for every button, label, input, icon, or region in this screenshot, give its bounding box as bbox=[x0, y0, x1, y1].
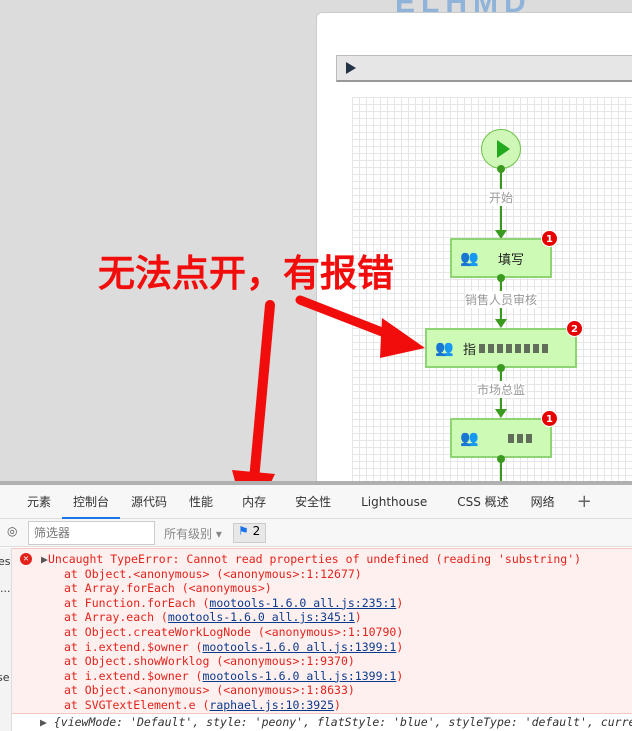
issues-button[interactable]: ⚑ 2 bbox=[233, 523, 266, 543]
node-badge: 2 bbox=[566, 320, 583, 337]
flow-toolbar bbox=[336, 55, 632, 82]
source-link[interactable]: mootools-1.6.0 all.js:1399:1 bbox=[202, 639, 397, 654]
node-badge: 1 bbox=[541, 230, 558, 247]
tab-elements[interactable]: 元素 bbox=[27, 494, 52, 509]
stack-frame: at Object.<anonymous> (<anonymous>:1:863… bbox=[64, 683, 355, 698]
node-label: 填写 bbox=[498, 252, 525, 268]
tab-performance[interactable]: 性能 bbox=[189, 494, 214, 509]
stack-text: ) bbox=[354, 610, 362, 625]
stack-frame: at Object.createWorkLogNode (<anonymous>… bbox=[64, 624, 404, 639]
console-output: ✕ ▶Uncaught TypeError: Cannot read prope… bbox=[12, 548, 632, 731]
tab-sources[interactable]: 源代码 bbox=[131, 494, 168, 509]
edge-label: 市场总监 bbox=[476, 381, 526, 398]
flow-node-fill[interactable]: 👥 填写 bbox=[450, 238, 552, 278]
stack-frame: at Array.each (mootools-1.6.0 all.js:345… bbox=[50, 610, 632, 625]
stack-text: ) bbox=[334, 697, 341, 712]
eye-icon[interactable]: ◎ bbox=[7, 524, 18, 538]
stack-frame: at Function.forEach (mootools-1.6.0 all.… bbox=[50, 596, 632, 611]
users-icon: 👥 bbox=[435, 339, 454, 357]
node-badge: 1 bbox=[541, 410, 558, 427]
levels-dropdown[interactable]: 所有级别 ▾ bbox=[164, 527, 222, 541]
error-icon: ✕ bbox=[20, 553, 32, 565]
source-link[interactable]: mootools-1.6.0 all.js:235:1 bbox=[209, 595, 397, 610]
node-label: 指 bbox=[463, 342, 477, 358]
stack-text: ) bbox=[396, 668, 404, 683]
error-message: ✕ ▶Uncaught TypeError: Cannot read prope… bbox=[12, 548, 632, 714]
source-link[interactable]: mootools-1.6.0 all.js:345:1 bbox=[167, 610, 355, 625]
edge-arrow bbox=[495, 230, 507, 239]
tab-security[interactable]: 安全性 bbox=[295, 494, 332, 509]
stack-frame: at SVGTextElement.e (raphael.js:10:3925) bbox=[50, 698, 632, 713]
stack-text: ) bbox=[396, 639, 404, 654]
error-expand[interactable]: ▶Uncaught TypeError: Cannot read propert… bbox=[41, 552, 582, 566]
stack-text: at Array.each ( bbox=[64, 610, 168, 625]
stack-frame: at Object.<anonymous> (<anonymous>:1:126… bbox=[64, 566, 362, 581]
filter-input[interactable] bbox=[28, 521, 155, 545]
edge-label: 开始 bbox=[488, 189, 514, 206]
start-node[interactable] bbox=[481, 129, 521, 169]
tab-network[interactable]: 网络 bbox=[530, 494, 555, 509]
stack-text: at Function.forEach ( bbox=[64, 595, 210, 610]
users-icon: 👥 bbox=[460, 429, 479, 447]
console-sidebar: es ... se bbox=[0, 548, 12, 731]
issue-flag-icon: ⚑ bbox=[238, 524, 249, 538]
tab-lighthouse[interactable]: Lighthouse bbox=[361, 494, 428, 509]
stack-text: at i.extend.$owner ( bbox=[64, 668, 203, 683]
console-filter-bar: ◎ 所有级别 ▾ ⚑ 2 bbox=[0, 519, 632, 547]
stack-frame: at i.extend.$owner (mootools-1.6.0 all.j… bbox=[50, 669, 632, 684]
source-link[interactable]: raphael.js:10:3925 bbox=[209, 697, 335, 712]
stack-frame: at Object.showWorklog (<anonymous>:1:937… bbox=[64, 654, 355, 669]
tab-memory[interactable]: 内存 bbox=[242, 494, 267, 509]
more-tabs-icon[interactable]: + bbox=[576, 490, 592, 512]
stack-text: at SVGTextElement.e ( bbox=[64, 697, 210, 712]
tab-css-overview[interactable]: CSS 概述 bbox=[457, 494, 509, 509]
stack-frame: at i.extend.$owner (mootools-1.6.0 all.j… bbox=[50, 640, 632, 655]
tab-console[interactable]: 控制台 bbox=[62, 485, 121, 519]
edge-label: 销售人员审核 bbox=[464, 291, 538, 308]
stack-frame: at Array.forEach (<anonymous>) bbox=[64, 581, 272, 596]
stack-text: at i.extend.$owner ( bbox=[64, 639, 203, 654]
object-log[interactable]: ▶ {viewMode: 'Default', style: 'peony', … bbox=[40, 715, 632, 729]
users-icon: 👥 bbox=[460, 249, 479, 267]
play-icon[interactable] bbox=[346, 62, 356, 74]
devtools-tabs: 元素 控制台 源代码 性能 内存 安全性 Lighthouse CSS 概述 网… bbox=[0, 485, 632, 519]
annotation-text: 无法点开，有报错 bbox=[98, 252, 394, 295]
stack-text: ) bbox=[396, 595, 404, 610]
flow-node-review[interactable]: 👥 指 bbox=[425, 328, 577, 368]
source-link[interactable]: mootools-1.6.0 all.js:1399:1 bbox=[202, 668, 397, 683]
